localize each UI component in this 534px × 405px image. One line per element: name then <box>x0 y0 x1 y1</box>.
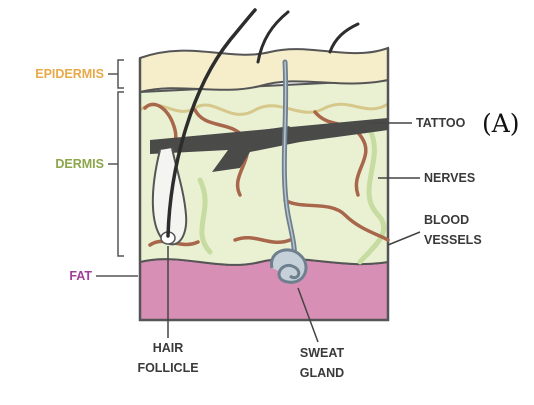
hair-strand <box>330 24 358 52</box>
label-sweat-line1: SWEAT <box>300 346 345 360</box>
label-blood-line1: BLOOD <box>424 213 469 227</box>
label-blood-line2: VESSELS <box>424 233 482 247</box>
label-hair-line2: FOLLICLE <box>137 361 198 375</box>
epidermis-bracket <box>118 60 124 88</box>
label-tattoo: TATTOO <box>416 116 466 130</box>
fat-layer-front <box>140 259 388 320</box>
label-sweat-line2: GLAND <box>300 366 344 380</box>
label-epidermis: EPIDERMIS <box>35 67 104 81</box>
dermis-bracket <box>118 92 124 256</box>
panel-label: (A) <box>482 109 520 138</box>
label-fat: FAT <box>69 269 92 283</box>
label-dermis: DERMIS <box>55 157 104 171</box>
blood-vessels-leader-line <box>388 232 420 245</box>
label-nerves: NERVES <box>424 171 475 185</box>
label-hair-line1: HAIR <box>153 341 184 355</box>
